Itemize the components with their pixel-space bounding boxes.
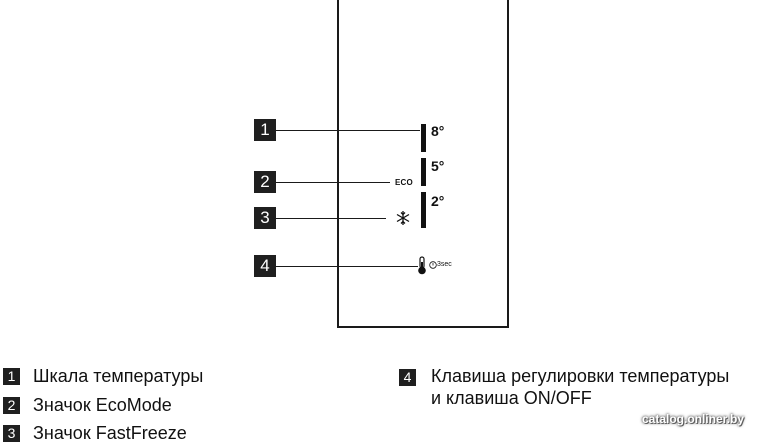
control-panel-outline <box>337 0 509 328</box>
callout-2: 2 <box>254 171 276 193</box>
legend-text-3: Значок FastFreeze <box>33 423 187 443</box>
legend-number-3: 3 <box>3 425 20 442</box>
scale-segment <box>421 158 426 186</box>
scale-label-5: 5° <box>431 158 445 174</box>
callout-4: 4 <box>254 255 276 277</box>
leader-line-2 <box>276 182 390 183</box>
scale-label-8: 8° <box>431 123 445 139</box>
legend-text-1: Шкала температуры <box>33 366 204 386</box>
legend-text-4: Клавиша регулировки температуры <box>431 366 730 386</box>
callout-3: 3 <box>254 207 276 229</box>
snowflake-icon <box>396 211 410 225</box>
timer-label: 3sec <box>437 261 452 268</box>
power-timer-icon <box>429 261 437 269</box>
eco-mode-icon: ECO <box>395 178 413 187</box>
leader-line-1 <box>276 130 420 131</box>
scale-segment <box>421 124 426 152</box>
scale-segment <box>421 192 426 228</box>
legend-number-4: 4 <box>399 369 416 386</box>
legend-number-1: 1 <box>3 368 20 385</box>
legend-number-2: 2 <box>3 397 20 414</box>
leader-line-4 <box>276 266 418 267</box>
leader-line-3 <box>276 218 386 219</box>
legend-text-2: Значок EcoMode <box>33 395 172 415</box>
watermark: catalog.onliner.by <box>641 412 744 426</box>
callout-1: 1 <box>254 119 276 141</box>
legend-text-4-line2: и клавиша ON/OFF <box>431 388 592 408</box>
thermometer-icon <box>418 256 426 275</box>
scale-label-2: 2° <box>431 193 445 209</box>
